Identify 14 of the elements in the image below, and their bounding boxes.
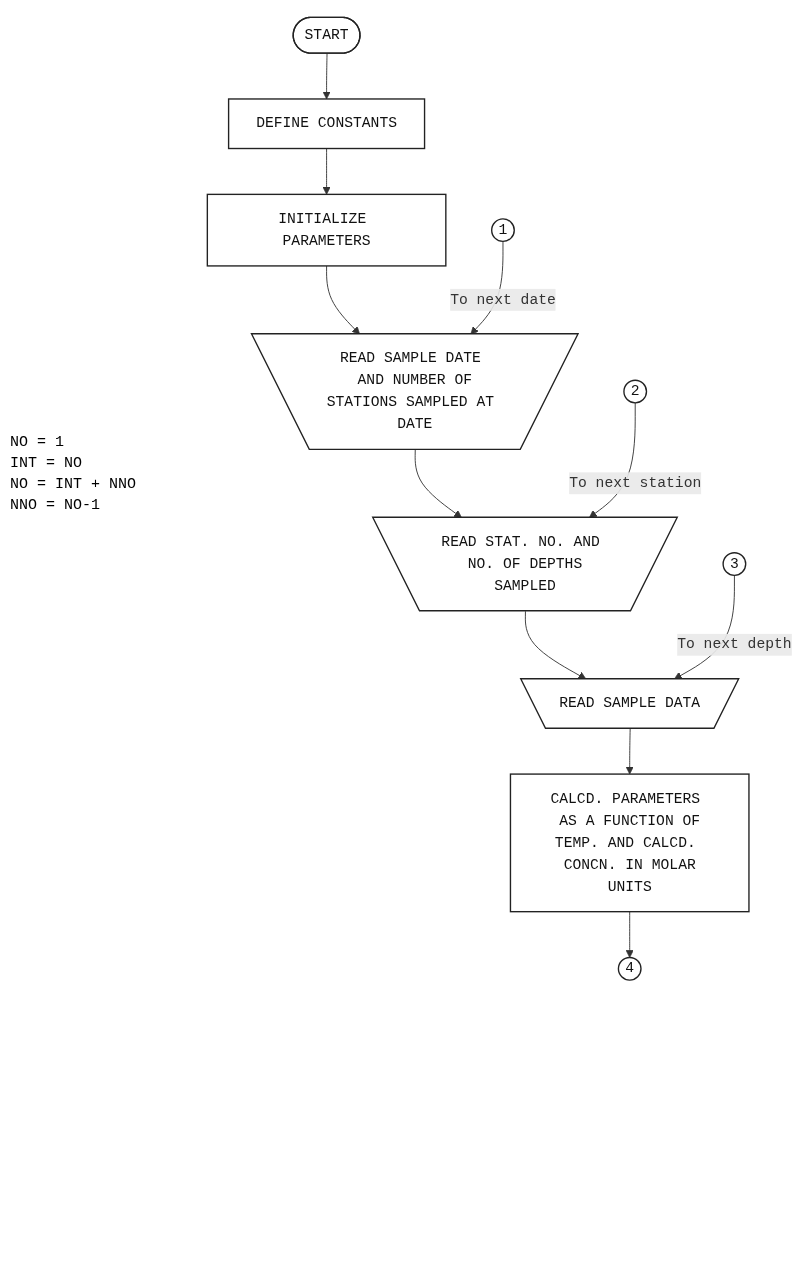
edge-label: To next station <box>569 475 702 492</box>
node-circle: 1 <box>491 218 515 243</box>
note-text: INT = NO <box>10 455 83 472</box>
node-circle: 3 <box>722 552 747 576</box>
node-circle: 4 <box>617 956 642 981</box>
note-text: NO = 1 <box>10 434 65 451</box>
node-box: DEFINE CONSTANTS <box>227 98 426 150</box>
node-box: INITIALIZE PARAMETERS <box>206 193 447 267</box>
edge-label: To next depth <box>677 636 792 654</box>
node-circle: 2 <box>623 379 648 404</box>
note-text: NNO = NO-1 <box>10 497 101 514</box>
node-box: CALCD. PARAMETERS AS A FUNCTION OF TEMP. AND CALCD. CONCN. IN MOLAR UNITS <box>509 773 750 913</box>
edge-label: To next date <box>450 291 556 309</box>
note-text: NO = INT + NNO <box>10 476 138 493</box>
